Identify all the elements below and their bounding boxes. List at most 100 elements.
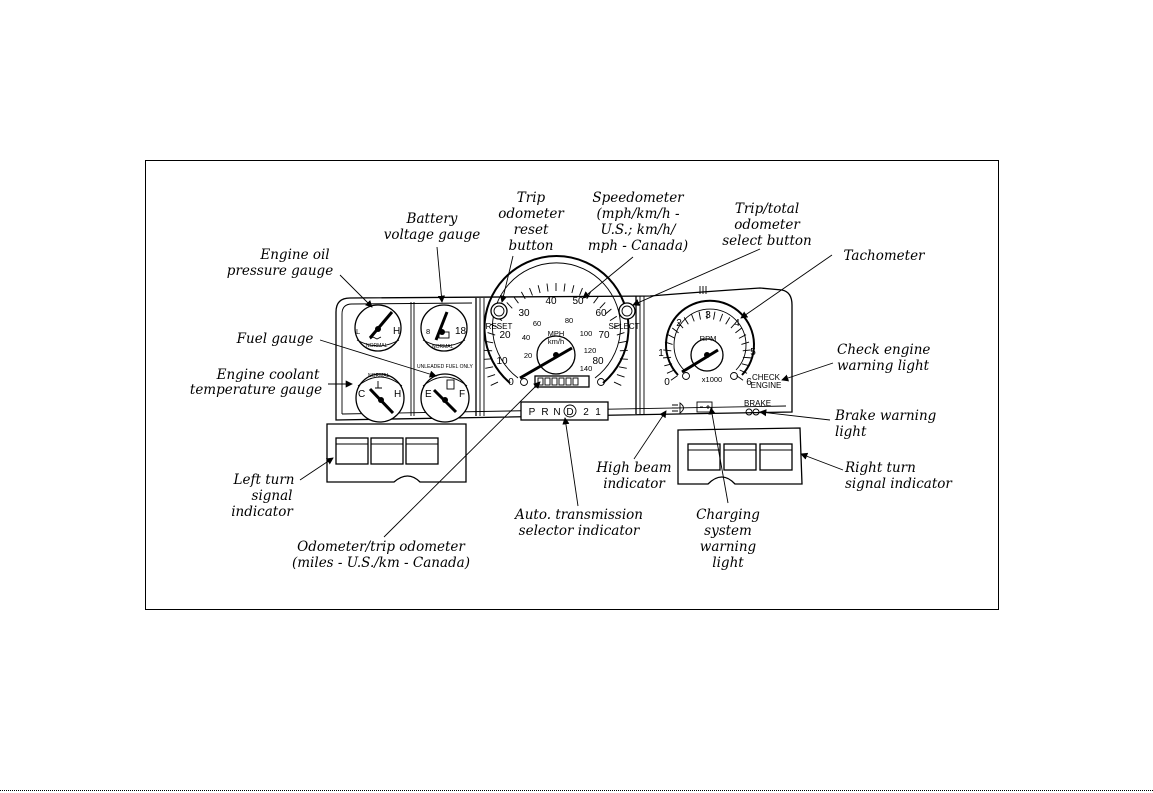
gauge-tick [663, 349, 672, 352]
callout-brake-line1: Brake warning [834, 408, 937, 424]
gauge-tick [663, 356, 672, 359]
oil-normal-label: NORMAL [366, 343, 388, 349]
callout-speedometer-line3: U.S.; km/h/ [600, 222, 677, 238]
battery-high-label: 18 [455, 326, 467, 337]
prnd-1: 1 [595, 407, 601, 418]
speedo-mph-50: 50 [572, 296, 584, 307]
gauge-tick [490, 381, 499, 386]
callout-battery-line1: Battery [406, 211, 458, 227]
gauge-tick [666, 369, 675, 374]
callout-speedometer-line4: mph - Canada) [588, 238, 688, 254]
charging-lamp [696, 401, 713, 413]
fuel-pump-icon [446, 379, 455, 390]
gauge-tick [490, 323, 499, 329]
callout-odometer-line1: Odometer/trip odometer [297, 539, 466, 555]
gauge-tick [667, 334, 676, 339]
callout-tachometer: Tachometer [843, 248, 926, 264]
gauge-tick [616, 374, 625, 378]
callout-left-turn: Left turn signal indicator [231, 472, 294, 520]
thermometer-icon [375, 381, 382, 389]
callout-odometer-line2: (miles - U.S./km - Canada) [292, 555, 470, 571]
tach-0: 0 [664, 377, 670, 388]
callout-brake-line2: light [835, 424, 867, 440]
select-button-text: SELECT [608, 322, 639, 331]
gauge-tick [609, 315, 617, 321]
oil-low-label: L [356, 327, 360, 336]
gauge-tick [604, 308, 612, 315]
gauge-tick [546, 283, 549, 292]
callout-check-engine: Check engine warning light [837, 342, 930, 374]
gauge-tick [735, 327, 742, 334]
callout-trip-select-line1: Trip/total [735, 201, 799, 217]
gauge-tick [670, 375, 678, 381]
diagram-frame [145, 160, 999, 610]
gauge-tick [613, 381, 622, 386]
speedo-mph-70: 70 [598, 330, 610, 341]
tach-2: 2 [676, 318, 682, 329]
gauge-tick [613, 323, 622, 329]
gauge-tick [741, 363, 750, 367]
speedo-mph-80: 80 [592, 356, 604, 367]
speedo-kmh-100: 100 [580, 329, 593, 338]
speedo-kmh-40: 40 [522, 333, 530, 342]
trip-select-button[interactable]: SELECT [608, 302, 640, 331]
callout-fuel-line1: Fuel gauge [236, 331, 314, 347]
callout-odometer: Odometer/trip odometer (miles - U.S./km … [292, 539, 470, 571]
gauge-tick [672, 327, 679, 334]
callout-coolant-line2: temperature gauge [190, 382, 322, 398]
tach-4: 4 [734, 318, 740, 329]
oil-high-label: H [393, 326, 400, 337]
trip-reset-button[interactable]: RESET [486, 302, 513, 331]
gauge-tick [742, 349, 751, 352]
speedo-mph-20: 20 [499, 330, 511, 341]
gauge-tick [571, 285, 575, 294]
callout-coolant: Engine coolant temperature gauge [190, 367, 322, 398]
prnd-d: D [566, 407, 573, 418]
speedometer-kmh-unit: km/h [548, 337, 564, 346]
gauge-tick [487, 374, 496, 378]
callout-engine-oil: Engine oil pressure gauge [227, 247, 333, 279]
gauge-tick [738, 334, 747, 339]
callout-speedometer: Speedometer (mph/km/h - U.S.; km/h/ mph … [588, 190, 688, 254]
gauge-tick [690, 313, 695, 322]
prnd-2: 2 [583, 407, 589, 418]
tach-6: 6 [746, 377, 752, 388]
fuel-unleaded-note: UNLEADED FUEL ONLY [417, 364, 474, 370]
battery-voltage-gauge: 8 18 NORMAL [420, 304, 468, 352]
callout-trip-reset-line1: Trip [517, 190, 546, 206]
gauge-tick [739, 369, 748, 374]
callout-coolant-line1: Engine coolant [216, 367, 320, 383]
callout-tachometer-line1: Tachometer [843, 248, 926, 264]
fuel-empty-label: E [425, 389, 432, 400]
high-beam-lamp [672, 402, 684, 414]
speedo-mph-60: 60 [595, 308, 607, 319]
right-turn-signal-pod [677, 427, 803, 485]
gauge-tick [487, 332, 496, 336]
fuel-full-label: F [459, 389, 465, 400]
reset-button-text: RESET [486, 322, 513, 331]
tachometer-ticks [663, 311, 751, 381]
gauge-tick [664, 341, 673, 345]
tach-5: 5 [750, 347, 756, 358]
gauge-tick [713, 311, 716, 320]
speedometer: MPH km/h 0 10 20 30 40 50 60 70 80 20 40… [483, 255, 630, 388]
gauge-tick [725, 317, 731, 325]
gauge-tick [677, 321, 684, 329]
gauge-tick [563, 283, 566, 292]
gauge-tick [664, 363, 673, 367]
tachometer: RPM x1000 0 1 2 3 4 5 6 CHECK ENGINE [658, 299, 781, 390]
speedo-mph-40: 40 [545, 296, 557, 307]
callout-trip-select-line2: odometer [734, 217, 801, 233]
tach-3: 3 [705, 310, 711, 321]
gauge-tick [520, 291, 526, 300]
gauge-tick [579, 287, 583, 296]
callout-high-beam-line2: indicator [603, 476, 666, 492]
transmission-selector-indicator: P R N D 2 1 [520, 401, 609, 421]
speedo-mph-30: 30 [518, 308, 530, 319]
callout-transmission-line1: Auto. transmission [513, 507, 643, 523]
tach-multiplier: x1000 [702, 375, 722, 384]
callout-transmission-line2: selector indicator [519, 523, 641, 539]
tach-1: 1 [658, 348, 664, 359]
gauge-tick [484, 349, 493, 352]
